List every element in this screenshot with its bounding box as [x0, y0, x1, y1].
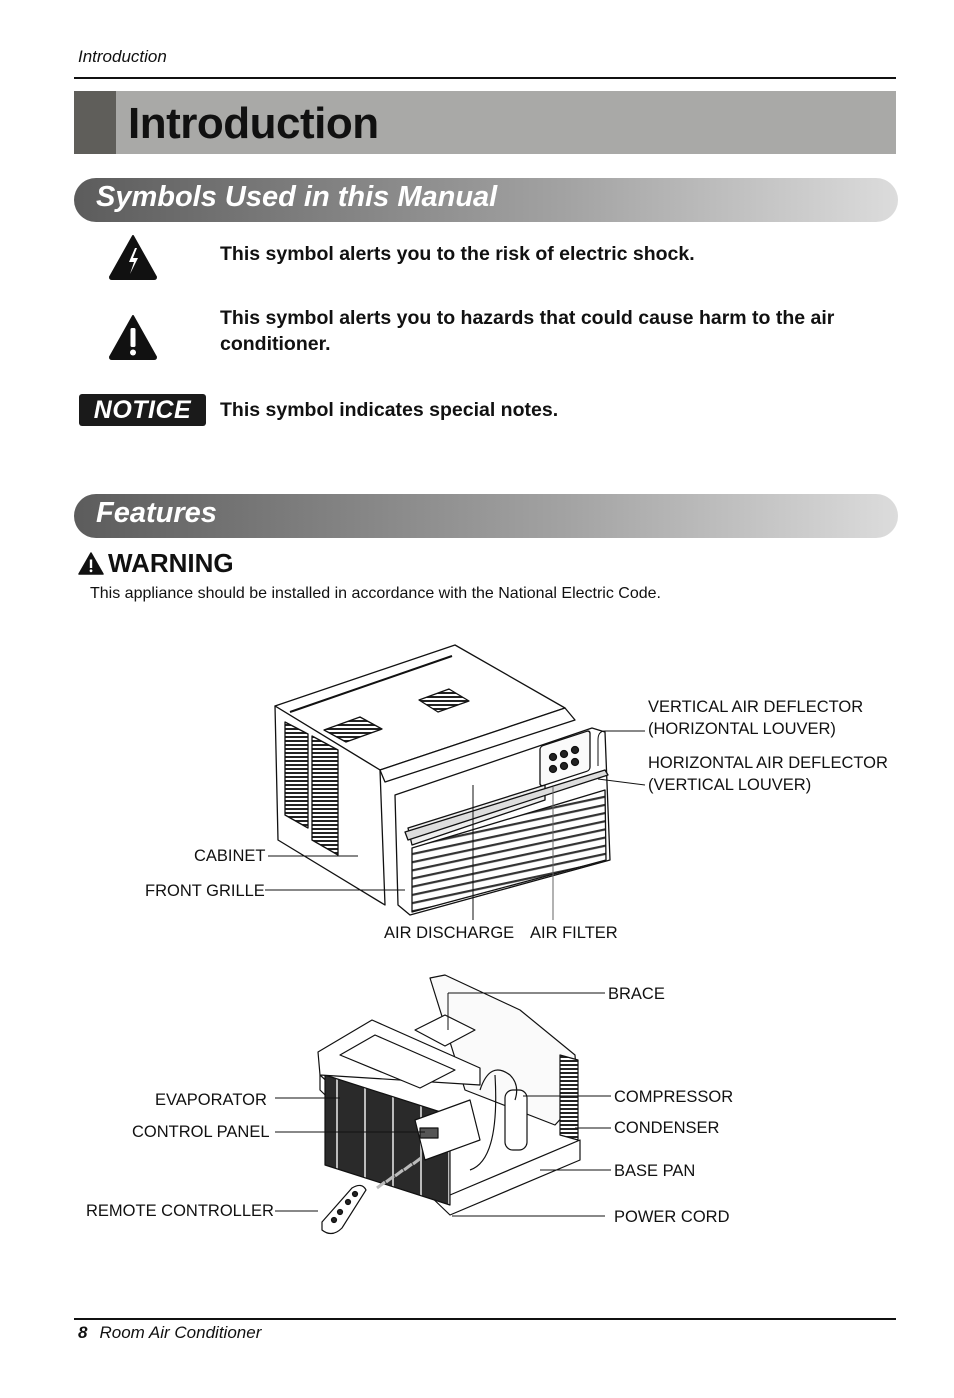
label-air-discharge: AIR DISCHARGE — [384, 924, 515, 942]
warning-label: WARNING — [108, 548, 234, 578]
label-horizontal-air-deflector: HORIZONTAL AIR DEFLECTOR — [648, 754, 888, 772]
label-air-filter: AIR FILTER — [530, 924, 618, 942]
symbol-text-hazard: This symbol alerts you to hazards that c… — [220, 307, 835, 355]
notice-badge: NOTICE — [79, 394, 206, 426]
infrared-beam — [376, 1156, 422, 1190]
footer: 8 Room Air Conditioner — [78, 1323, 261, 1343]
interior-unit-drawing — [317, 974, 581, 1216]
page-title: Introduction — [128, 99, 379, 148]
label-evaporator: EVAPORATOR — [155, 1091, 267, 1109]
label-vertical-air-deflector: VERTICAL AIR DEFLECTOR — [648, 698, 864, 716]
label-compressor: COMPRESSOR — [614, 1088, 734, 1106]
warning-heading: WARNING — [78, 548, 234, 579]
label-control-panel: CONTROL PANEL — [132, 1123, 270, 1141]
section-heading-features: Features — [96, 497, 217, 529]
label-base-pan: BASE PAN — [614, 1162, 696, 1180]
label-vertical-louver: (VERTICAL LOUVER) — [648, 776, 812, 794]
exterior-unit-drawing — [274, 644, 611, 916]
label-remote-controller: REMOTE CONTROLLER — [86, 1202, 274, 1220]
footer-product: Room Air Conditioner — [99, 1323, 262, 1342]
section-bar-features: Features — [74, 494, 898, 538]
symbol-text-electric-shock: This symbol alerts you to the risk of el… — [220, 243, 695, 265]
footer-rule — [74, 1318, 896, 1320]
remote-controller-drawing — [321, 1184, 367, 1235]
symbol-text-notice: This symbol indicates special notes. — [220, 399, 559, 421]
title-bar — [74, 91, 896, 154]
label-condenser: CONDENSER — [614, 1119, 720, 1137]
page-number: 8 — [78, 1323, 88, 1342]
header-rule — [74, 77, 896, 79]
interior-leader-lines — [275, 992, 611, 1217]
hazard-warning-icon — [109, 315, 157, 360]
warning-triangle-icon — [78, 552, 104, 575]
label-brace: BRACE — [608, 985, 665, 1003]
running-head: Introduction — [78, 47, 167, 66]
section-heading-symbols: Symbols Used in this Manual — [96, 181, 498, 213]
label-front-grille: FRONT GRILLE — [145, 882, 265, 900]
warning-text: This appliance should be installed in ac… — [90, 585, 661, 602]
electric-shock-warning-icon — [109, 235, 157, 280]
exterior-leader-lines — [265, 730, 646, 920]
label-power-cord: POWER CORD — [614, 1208, 730, 1226]
title-tab — [74, 91, 116, 154]
label-horizontal-louver: (HORIZONTAL LOUVER) — [648, 720, 836, 738]
section-bar-symbols: Symbols Used in this Manual — [74, 178, 898, 222]
label-cabinet: CABINET — [194, 847, 266, 865]
